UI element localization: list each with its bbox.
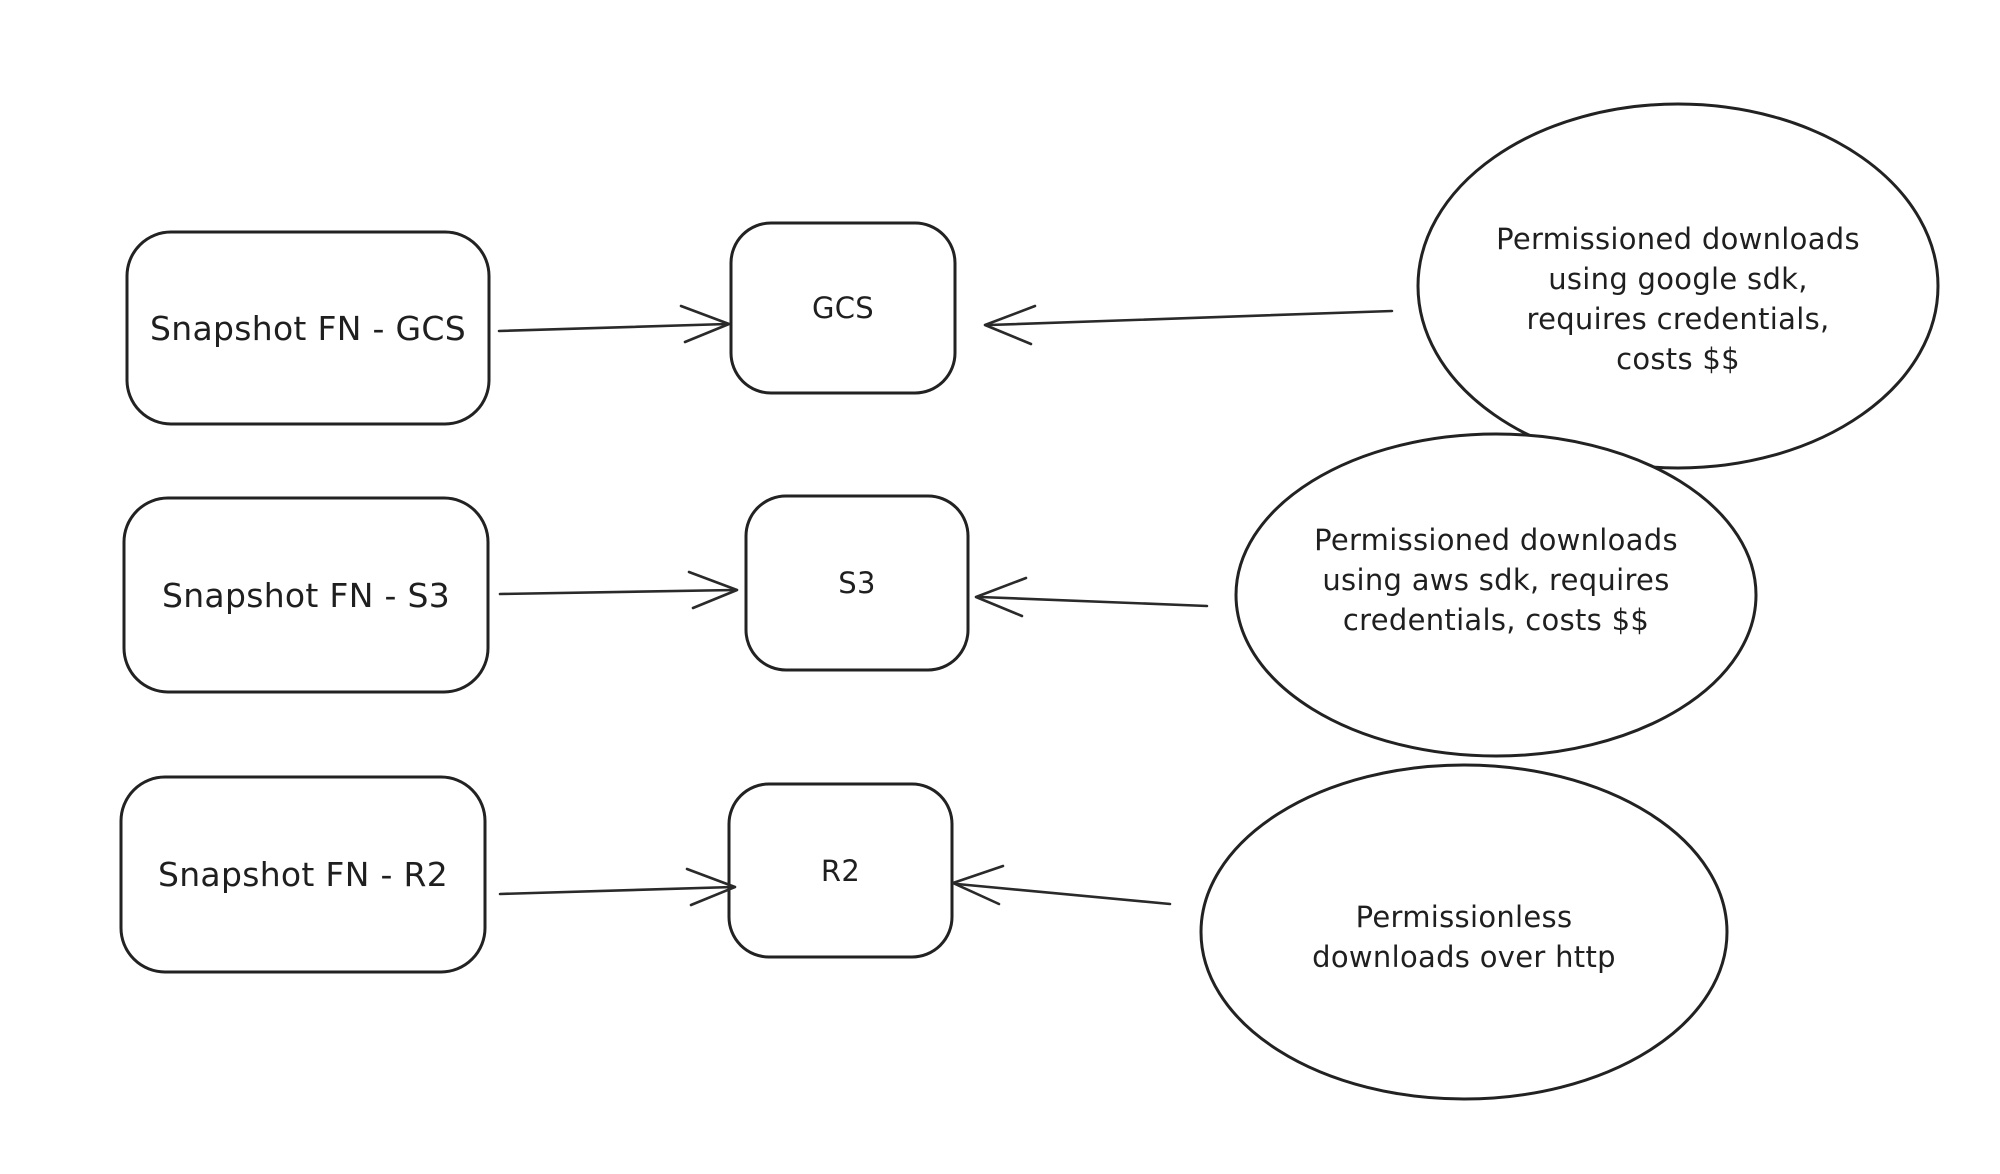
- r2-note-ellipse: [1199, 763, 1729, 1101]
- s3-label: S3: [838, 566, 876, 600]
- row-gcs: [125, 102, 1940, 470]
- row-s3: [122, 432, 1758, 758]
- snapshot-fn-s3-node: [122, 496, 490, 694]
- snapshot-fn-r2-label: Snapshot FN - R2: [157, 855, 449, 894]
- s3-note-ellipse: [1234, 432, 1758, 758]
- snapshot-fn-gcs-label: Snapshot FN - GCS: [150, 308, 466, 348]
- gcs-note-line: costs $$: [1616, 342, 1740, 376]
- arrow-snapshot-to-gcs: [497, 304, 731, 344]
- gcs-note-line: using google sdk,: [1548, 262, 1808, 296]
- r2-note-line: Permissionless: [1355, 900, 1573, 934]
- snapshot-fn-r2-node: [119, 775, 487, 974]
- s3-note-text: Permissioned downloads using aws sdk, re…: [1256, 520, 1736, 640]
- row-r2: [119, 763, 1729, 1101]
- r2-note-text: Permissionless downloads over http: [1224, 897, 1704, 977]
- arrow-note-to-gcs: [983, 304, 1394, 346]
- arrow-note-to-s3: [974, 576, 1209, 618]
- snapshot-fn-s3-label: Snapshot FN - S3: [161, 575, 451, 615]
- s3-note-line: Permissioned downloads: [1314, 523, 1678, 557]
- arrow-snapshot-to-r2: [498, 867, 737, 907]
- r2-label: R2: [820, 853, 861, 888]
- arrow-snapshot-to-s3: [498, 570, 739, 610]
- arrow-note-to-r2: [951, 864, 1172, 906]
- snapshot-fn-gcs-node: [125, 230, 491, 426]
- gcs-note-line: Permissioned downloads: [1496, 222, 1860, 256]
- gcs-note-text: Permissioned downloads using google sdk,…: [1438, 219, 1918, 379]
- r2-node: [727, 782, 954, 959]
- s3-note-line: using aws sdk, requires: [1322, 563, 1670, 597]
- s3-note-line: credentials, costs $$: [1342, 603, 1650, 637]
- gcs-note-line: requires credentials,: [1526, 302, 1830, 336]
- s3-node: [744, 494, 970, 672]
- gcs-node: [729, 221, 957, 395]
- gcs-label: GCS: [811, 291, 875, 325]
- r2-note-line: downloads over http: [1312, 940, 1616, 974]
- gcs-note-ellipse: [1416, 102, 1940, 470]
